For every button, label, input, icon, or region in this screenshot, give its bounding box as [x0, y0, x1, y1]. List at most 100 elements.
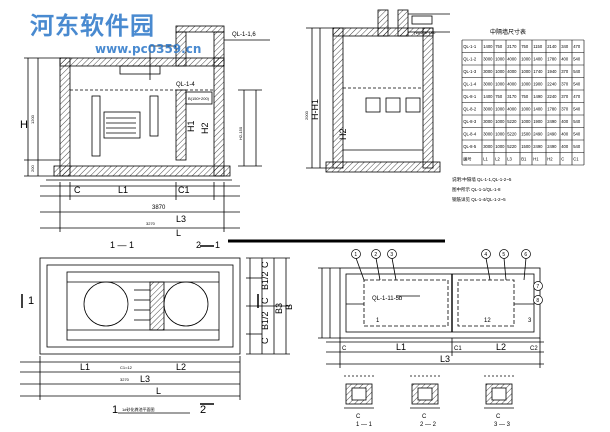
- detail-2-c: C: [422, 414, 427, 420]
- s2-base: [325, 161, 441, 173]
- plan-outer: [39, 257, 241, 355]
- table-note: 图中所示 QL-1-1/QL-1-8: [452, 186, 501, 193]
- table-cell: 370: [561, 107, 569, 112]
- plan-partition: [149, 281, 165, 331]
- s2-opening-a: [365, 97, 381, 113]
- label-h1: H1: [186, 120, 196, 132]
- plan-caption: 1#砂化粪池平面图: [122, 406, 154, 412]
- table-cell: 1000: [495, 69, 505, 74]
- label-3270: 3270: [146, 221, 156, 226]
- table-note: 说明:中隔墙 QL-1-1,QL-1-2~5: [452, 176, 512, 183]
- label-h2-150: H2-150: [238, 126, 243, 140]
- middle-partition: [175, 89, 187, 161]
- manhole-right: [163, 281, 209, 327]
- section-2-1: [306, 9, 450, 173]
- plan-tank: [66, 271, 220, 341]
- table-cell: 750: [495, 94, 503, 99]
- rebar-marker-circle: [481, 249, 491, 259]
- table-cell: 400: [561, 144, 569, 149]
- label-c1: C1: [178, 185, 190, 195]
- table-cell: 1000: [495, 82, 505, 87]
- table-cell: 1000: [521, 119, 531, 124]
- table-cell: 540: [573, 132, 581, 137]
- table-cell: 1000: [495, 144, 505, 149]
- label-h: H: [20, 119, 28, 131]
- table-cell: 1000: [495, 119, 505, 124]
- label-ql2: QL-1-4: [176, 82, 195, 88]
- rebar-room-b: [457, 279, 515, 327]
- label-ql: QL-1-1,6: [232, 32, 256, 38]
- table-cell: 2240: [547, 94, 557, 99]
- table-cell: QL-8-5: [463, 144, 477, 149]
- plan-3270: 3270: [120, 377, 130, 382]
- table-cell: 1780: [547, 107, 557, 112]
- table-cell: QL-8-4: [463, 132, 477, 137]
- rebar-marker-circle: [371, 249, 381, 259]
- s2-riser-b: [397, 9, 409, 37]
- table-cell: 3000: [483, 144, 493, 149]
- label-box-b: [185, 91, 213, 105]
- table-cell: 5220: [507, 119, 517, 124]
- table-cell: 470: [573, 44, 581, 49]
- table-cell: 1780: [547, 57, 557, 62]
- dim-1200: 1200: [30, 114, 35, 124]
- table-cell: 1000: [521, 107, 531, 112]
- table-cell: 1000: [521, 82, 531, 87]
- table-cell: 3000: [483, 119, 493, 124]
- table-header-cell: L2: [495, 157, 500, 162]
- table-cell: 2490: [547, 132, 557, 137]
- label-c: C: [74, 185, 81, 195]
- room-1: 1: [376, 318, 380, 324]
- table-cell: 540: [573, 144, 581, 149]
- section-1-1: [24, 25, 270, 232]
- table-cell: 1400: [533, 107, 543, 112]
- rebar-marker-label: 3: [390, 252, 393, 258]
- table-cell: 3000: [483, 57, 493, 62]
- side-b1-1: B1/2: [260, 311, 270, 330]
- detail-1-c: C: [356, 414, 361, 420]
- table-cell: 3000: [483, 107, 493, 112]
- table-cell: 2170: [507, 44, 517, 49]
- table-cell: 1490: [533, 94, 543, 99]
- label-3870: 3870: [152, 205, 166, 211]
- rebar-room-a: [363, 279, 449, 327]
- table-cell: QL-1-2: [463, 57, 477, 62]
- plan2-l1: L1: [396, 342, 406, 352]
- table-header-cell: L1: [483, 157, 488, 162]
- section-2-title: 2 — 1: [196, 240, 220, 250]
- table-cell: 1000: [495, 107, 505, 112]
- table-header-cell: L3: [507, 157, 512, 162]
- ql-label: QL-1-11-5b: [372, 296, 403, 302]
- plan-marker-2: 2: [200, 404, 206, 416]
- table-cell: 1940: [547, 69, 557, 74]
- table-cell: 400: [561, 57, 569, 62]
- plan2-c1: C1: [454, 346, 462, 352]
- top-slab: [59, 57, 225, 67]
- rebar-marker-label: 7: [536, 284, 539, 290]
- rebar-marker-circle: [387, 249, 397, 259]
- plan2-c: C: [342, 346, 347, 352]
- watermark: 河东软件园 www.pc0359.cn: [30, 6, 201, 56]
- table-cell: QL-1-1: [463, 44, 477, 49]
- rebar-marker-label: 4: [484, 252, 487, 258]
- table-cell: 4000: [507, 69, 517, 74]
- label-l: L: [176, 228, 181, 238]
- table-cell: 1900: [533, 82, 543, 87]
- plan-inner: [46, 264, 234, 348]
- baffle: [149, 95, 159, 137]
- table-cell: 1150: [533, 44, 543, 49]
- dim-2000: 2000: [304, 110, 309, 120]
- table-cell: 2490: [547, 119, 557, 124]
- table-header-cell: H2: [547, 157, 553, 162]
- table-cell: 540: [573, 57, 581, 62]
- table-cell: 1000: [521, 57, 531, 62]
- s2-opening-b: [385, 97, 401, 113]
- label-s2-h2: H2: [338, 128, 348, 140]
- label-w: (W)200*150: [414, 30, 436, 35]
- plan2-c2: C2: [530, 346, 538, 352]
- detail-sections: [344, 375, 514, 409]
- table-cell: 1400: [483, 44, 493, 49]
- plan-marker-1: 1: [28, 295, 34, 307]
- table-cell: 750: [521, 94, 529, 99]
- label-hh1: H-H1: [310, 99, 320, 120]
